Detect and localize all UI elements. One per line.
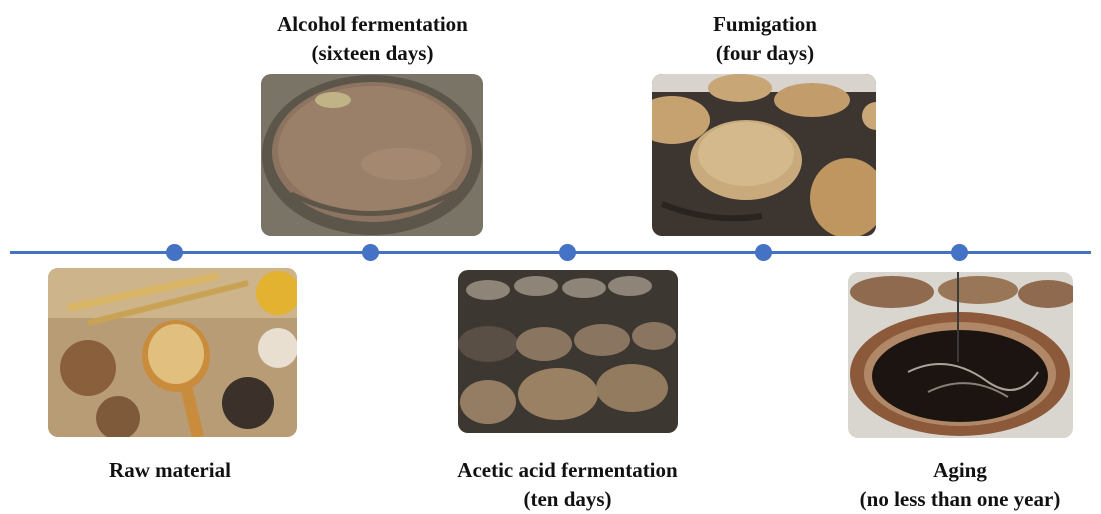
stage-title: Fumigation xyxy=(665,10,865,39)
stage-label-acetic-acid-fermentation: Acetic acid fermentation (ten days) xyxy=(420,456,715,514)
stage-label-fumigation: Fumigation (four days) xyxy=(665,10,865,68)
stage-title: Acetic acid fermentation xyxy=(420,456,715,485)
timeline-node-raw-material xyxy=(166,244,183,261)
timeline-node-aging xyxy=(951,244,968,261)
stage-label-alcohol-fermentation: Alcohol fermentation (sixteen days) xyxy=(235,10,510,68)
timeline-node-alcohol-fermentation xyxy=(362,244,379,261)
stage-title: Aging xyxy=(815,456,1101,485)
stage-title: Alcohol fermentation xyxy=(235,10,510,39)
aging-vinegar-jars-photo xyxy=(848,272,1073,438)
stage-subtitle: (sixteen days) xyxy=(235,39,510,68)
fumigation-domes-photo xyxy=(652,74,876,236)
timeline-node-fumigation xyxy=(755,244,772,261)
timeline-node-acetic-fermentation xyxy=(559,244,576,261)
stage-subtitle: (ten days) xyxy=(420,485,715,514)
stage-label-aging: Aging (no less than one year) xyxy=(815,456,1101,514)
stage-subtitle: (four days) xyxy=(665,39,865,68)
grains-and-seeds-photo xyxy=(48,268,297,437)
stage-label-raw-material: Raw material xyxy=(70,456,270,485)
stage-title: Raw material xyxy=(70,456,270,485)
stage-subtitle: (no less than one year) xyxy=(815,485,1101,514)
acetic-fermentation-pots-photo xyxy=(458,270,678,433)
fermentation-vat-photo xyxy=(261,74,483,236)
